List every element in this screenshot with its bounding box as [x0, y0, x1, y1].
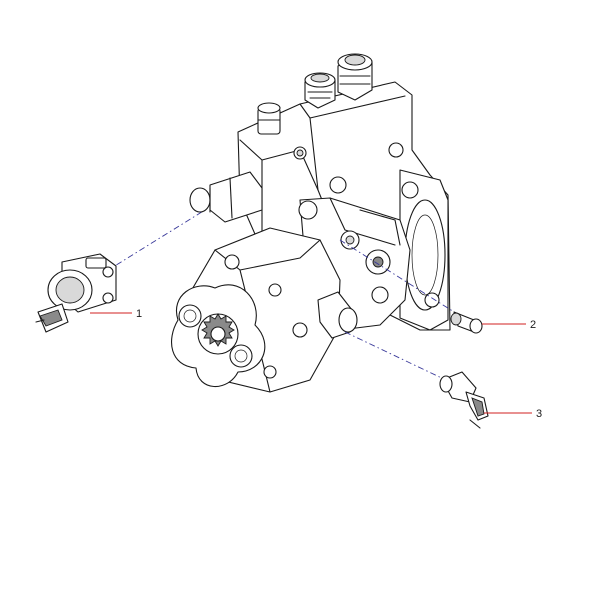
part-2-plug — [450, 311, 483, 334]
outlet-fitting-left — [304, 72, 336, 109]
callout-label-1: 1 — [136, 308, 142, 320]
outlet-fitting-right — [337, 53, 373, 101]
callout-label-3: 3 — [536, 408, 542, 420]
callout-2: 2 — [482, 319, 536, 331]
part-3-sensor — [439, 371, 489, 429]
fuel-pump-assembly — [171, 53, 451, 393]
callout-3: 3 — [484, 408, 542, 420]
drive-flange — [171, 284, 266, 388]
part-1-metering-unit — [35, 253, 117, 333]
plug-fitting — [257, 102, 281, 135]
callout-label-2: 2 — [530, 319, 536, 331]
callout-1: 1 — [90, 308, 142, 320]
assembly-center-lines — [104, 204, 471, 383]
metering-valve-seat — [189, 171, 263, 223]
